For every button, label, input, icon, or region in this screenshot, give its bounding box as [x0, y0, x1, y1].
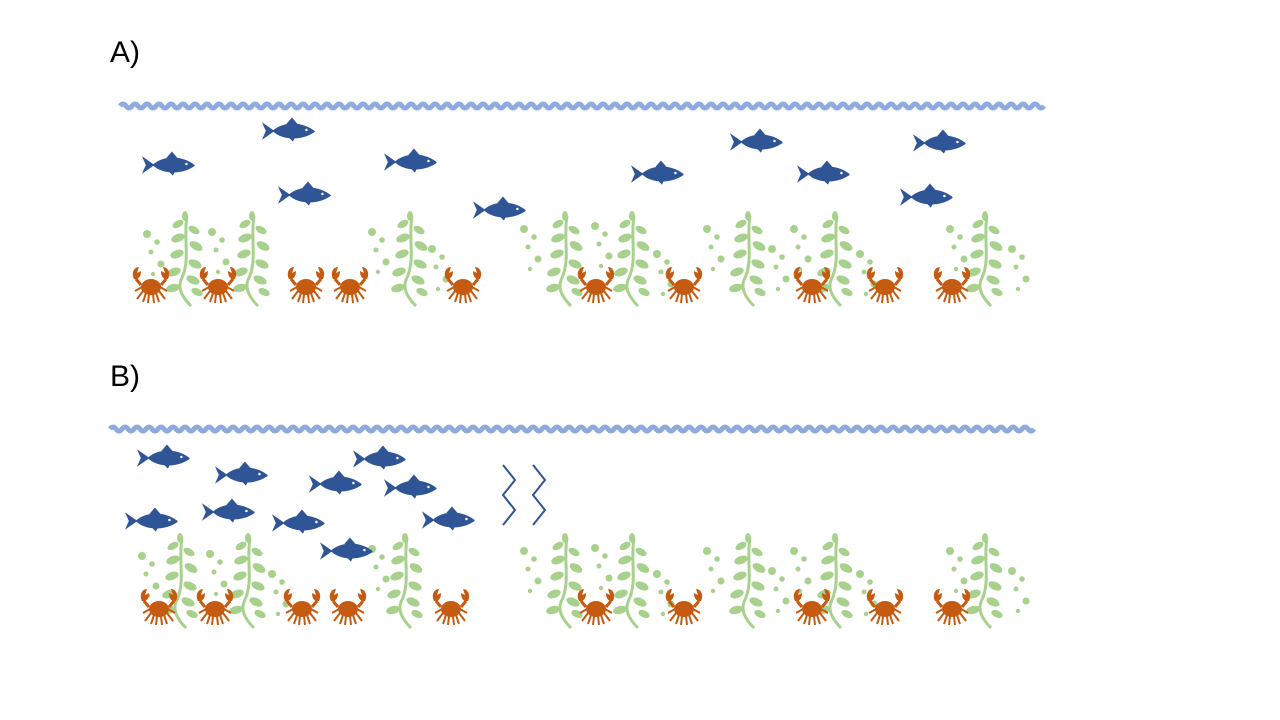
fish-icon [124, 507, 178, 532]
fish-icon [319, 537, 373, 562]
seaweed-icon [610, 531, 653, 630]
fish-icon [899, 183, 953, 208]
crab-icon [576, 265, 616, 305]
seaweed-icon [230, 209, 273, 308]
fish-icon [261, 117, 315, 142]
bubbles-icon [591, 544, 613, 591]
bubbles-icon [1008, 567, 1030, 614]
fish-icon [383, 474, 437, 499]
bubbles-icon [520, 225, 542, 272]
fish-icon [421, 506, 475, 531]
panel-a [118, 101, 1046, 308]
panel-a-label: A) [110, 36, 140, 69]
crab-icon [330, 265, 370, 305]
fish-icon [796, 160, 850, 185]
crab-icon [282, 587, 322, 627]
crab-icon [431, 587, 471, 627]
fish-icon [136, 444, 190, 469]
crab-icon [286, 265, 326, 305]
seaweed-icon [726, 209, 769, 308]
seaweed-icon [226, 531, 269, 630]
water-surface [108, 424, 1036, 434]
bubbles-icon [138, 552, 160, 599]
bubbles-icon [768, 245, 790, 292]
panel-b [108, 424, 1036, 630]
barrier-zigzag-icon [531, 464, 547, 526]
bubbles-icon [143, 230, 165, 277]
seaweed-icon [963, 531, 1006, 630]
fish-icon [141, 151, 195, 176]
fish-icon [729, 128, 783, 153]
fish-icon [352, 445, 406, 470]
crab-icon [932, 587, 972, 627]
fish-icon [630, 160, 684, 185]
bubbles-icon [946, 225, 968, 272]
fish-icon [472, 196, 526, 221]
seaweed-icon [543, 531, 586, 630]
seaweed-icon [726, 531, 769, 630]
fish-icon [214, 461, 268, 486]
seaweed-icon [963, 209, 1006, 308]
seaweed-icon [383, 531, 426, 630]
crab-icon [576, 587, 616, 627]
bubbles-icon [653, 570, 675, 617]
fish-icon [383, 148, 437, 173]
fish-icon [201, 498, 255, 523]
bubbles-icon [368, 228, 390, 275]
crab-icon [328, 587, 368, 627]
bubbles-icon [1008, 245, 1030, 292]
panel-b-label: B) [110, 360, 140, 393]
seaweed-icon [610, 209, 653, 308]
barrier-zigzag-icon [501, 464, 517, 526]
fish-icon [271, 509, 325, 534]
fish-icon [277, 181, 331, 206]
fish-icon [912, 129, 966, 154]
seaweed-icon [163, 209, 206, 308]
bubbles-icon [591, 222, 613, 269]
fish-icon [308, 470, 362, 495]
seaweed-icon [388, 209, 431, 308]
water-surface [118, 101, 1046, 111]
bubbles-icon [790, 547, 812, 594]
crab-icon [932, 265, 972, 305]
bubbles-icon [206, 550, 228, 597]
bubbles-icon [768, 567, 790, 614]
crab-icon [131, 265, 171, 305]
bubbles-icon [208, 228, 230, 275]
bubbles-icon [520, 547, 542, 594]
bubbles-icon [428, 245, 450, 292]
bubbles-icon [790, 225, 812, 272]
seaweed-icon [543, 209, 586, 308]
crab-icon [443, 265, 483, 305]
bubbles-icon [703, 547, 725, 594]
bubbles-icon [946, 547, 968, 594]
bubbles-icon [703, 225, 725, 272]
